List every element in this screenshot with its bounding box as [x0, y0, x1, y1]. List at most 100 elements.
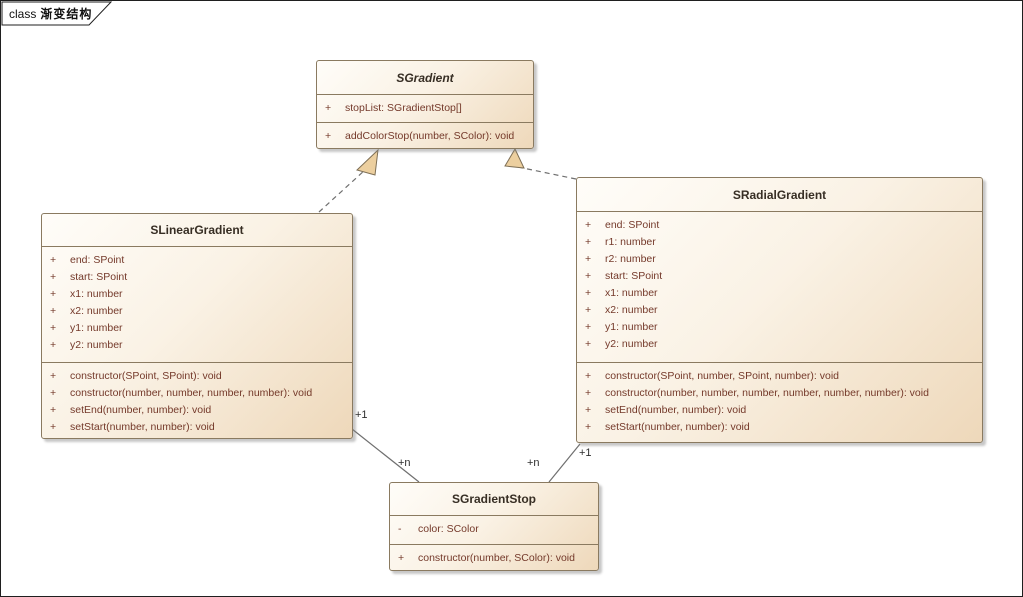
realization-arrowhead-right-icon — [504, 147, 525, 169]
visibility-public-icon: + — [325, 130, 332, 142]
visibility-public-icon: + — [50, 370, 57, 382]
method-row[interactable]: + constructor(number, number, number, nu… — [42, 385, 352, 402]
attribute-row[interactable]: + end: SPoint — [577, 217, 982, 234]
frame-keyword: class — [9, 7, 37, 21]
method-row[interactable]: + constructor(number, SColor): void — [390, 550, 598, 567]
visibility-public-icon: + — [585, 304, 592, 316]
visibility-public-icon: + — [585, 287, 592, 299]
visibility-public-icon: + — [585, 253, 592, 265]
attribute-text: r2: number — [605, 253, 656, 265]
method-text: setEnd(number, number): void — [70, 404, 212, 416]
attribute-row[interactable]: + stopList: SGradientStop[] — [317, 100, 533, 117]
multiplicity-radial-source: +1 — [579, 447, 592, 459]
visibility-public-icon: + — [50, 322, 57, 334]
attribute-row[interactable]: + x2: number — [42, 303, 352, 320]
attribute-text: start: SPoint — [605, 270, 663, 282]
visibility-public-icon: + — [585, 387, 592, 399]
visibility-public-icon: + — [585, 236, 592, 248]
multiplicity-linear-target: +n — [398, 457, 411, 469]
attribute-row[interactable]: + end: SPoint — [42, 252, 352, 269]
class-sgradient-attributes: + stopList: SGradientStop[] — [317, 95, 533, 122]
method-row[interactable]: + constructor(number, number, number, nu… — [577, 385, 982, 402]
attribute-text: stopList: SGradientStop[] — [345, 102, 462, 114]
realization-arrowhead-left-icon — [356, 148, 379, 176]
attribute-text: end: SPoint — [70, 254, 125, 266]
method-text: addColorStop(number, SColor): void — [345, 130, 515, 142]
method-row[interactable]: + constructor(SPoint, number, SPoint, nu… — [577, 368, 982, 385]
attribute-row[interactable]: - color: SColor — [390, 521, 598, 538]
class-sgradientstop[interactable]: SGradientStop - color: SColor + construc… — [389, 482, 599, 571]
attribute-text: x1: number — [605, 287, 658, 299]
method-text: setStart(number, number): void — [70, 421, 215, 433]
visibility-public-icon: + — [398, 552, 405, 564]
attribute-text: start: SPoint — [70, 271, 128, 283]
attribute-row[interactable]: + r2: number — [577, 251, 982, 268]
frame-name: 渐变结构 — [40, 7, 93, 21]
class-sgradient[interactable]: SGradient + stopList: SGradientStop[] + … — [316, 60, 534, 149]
attribute-row[interactable]: + x2: number — [577, 302, 982, 319]
visibility-public-icon: + — [50, 404, 57, 416]
attribute-row[interactable]: + x1: number — [42, 286, 352, 303]
association-radial-stop[interactable] — [548, 443, 581, 483]
multiplicity-radial-target: +n — [527, 457, 540, 469]
class-sgradientstop-title: SGradientStop — [390, 483, 598, 516]
class-sgradientstop-attributes: - color: SColor — [390, 516, 598, 544]
class-slineargradient[interactable]: SLinearGradient + end: SPoint + start: S… — [41, 213, 353, 439]
class-slineargradient-methods: + constructor(SPoint, SPoint): void + co… — [42, 362, 352, 440]
class-slineargradient-title: SLinearGradient — [42, 214, 352, 247]
class-sradialgradient-attributes: + end: SPoint + r1: number + r2: number … — [577, 212, 982, 362]
visibility-private-icon: - — [398, 523, 402, 535]
visibility-public-icon: + — [325, 102, 332, 114]
visibility-public-icon: + — [50, 387, 57, 399]
attribute-text: x2: number — [70, 305, 123, 317]
attribute-row[interactable]: + y1: number — [577, 319, 982, 336]
class-sradialgradient-methods: + constructor(SPoint, number, SPoint, nu… — [577, 362, 982, 444]
method-row[interactable]: + setEnd(number, number): void — [42, 402, 352, 419]
class-slineargradient-attributes: + end: SPoint + start: SPoint + x1: numb… — [42, 247, 352, 362]
method-text: constructor(SPoint, SPoint): void — [70, 370, 222, 382]
class-sgradient-title: SGradient — [317, 61, 533, 95]
visibility-public-icon: + — [50, 421, 57, 433]
method-text: setEnd(number, number): void — [605, 404, 747, 416]
frame-tab — [1, 1, 113, 26]
association-linear-stop[interactable] — [351, 428, 420, 483]
realization-radial-to-gradient[interactable] — [517, 166, 577, 180]
method-row[interactable]: + constructor(SPoint, SPoint): void — [42, 368, 352, 385]
attribute-row[interactable]: + start: SPoint — [42, 269, 352, 286]
attribute-text: x1: number — [70, 288, 123, 300]
attribute-row[interactable]: + y2: number — [42, 337, 352, 354]
attribute-row[interactable]: + y2: number — [577, 336, 982, 353]
visibility-public-icon: + — [585, 270, 592, 282]
visibility-public-icon: + — [50, 339, 57, 351]
attribute-row[interactable]: + x1: number — [577, 285, 982, 302]
visibility-public-icon: + — [50, 271, 57, 283]
method-row[interactable]: + setStart(number, number): void — [42, 419, 352, 436]
multiplicity-linear-source: +1 — [355, 409, 368, 421]
attribute-row[interactable]: + y1: number — [42, 320, 352, 337]
class-sradialgradient[interactable]: SRadialGradient + end: SPoint + r1: numb… — [576, 177, 983, 443]
class-sgradientstop-methods: + constructor(number, SColor): void — [390, 544, 598, 572]
class-sradialgradient-title: SRadialGradient — [577, 178, 982, 212]
attribute-text: r1: number — [605, 236, 656, 248]
visibility-public-icon: + — [585, 338, 592, 350]
attribute-text: color: SColor — [418, 523, 479, 535]
visibility-public-icon: + — [585, 421, 592, 433]
visibility-public-icon: + — [50, 254, 57, 266]
visibility-public-icon: + — [585, 219, 592, 231]
attribute-text: y2: number — [605, 338, 658, 350]
method-row[interactable]: + setStart(number, number): void — [577, 419, 982, 436]
attribute-row[interactable]: + r1: number — [577, 234, 982, 251]
attribute-text: y2: number — [70, 339, 123, 351]
visibility-public-icon: + — [50, 288, 57, 300]
visibility-public-icon: + — [585, 370, 592, 382]
method-text: constructor(number, number, number, numb… — [70, 387, 313, 399]
attribute-text: end: SPoint — [605, 219, 660, 231]
attribute-row[interactable]: + start: SPoint — [577, 268, 982, 285]
class-sgradient-methods: + addColorStop(number, SColor): void — [317, 122, 533, 150]
method-row[interactable]: + addColorStop(number, SColor): void — [317, 128, 533, 145]
method-row[interactable]: + setEnd(number, number): void — [577, 402, 982, 419]
realization-linear-to-gradient[interactable] — [318, 169, 366, 213]
